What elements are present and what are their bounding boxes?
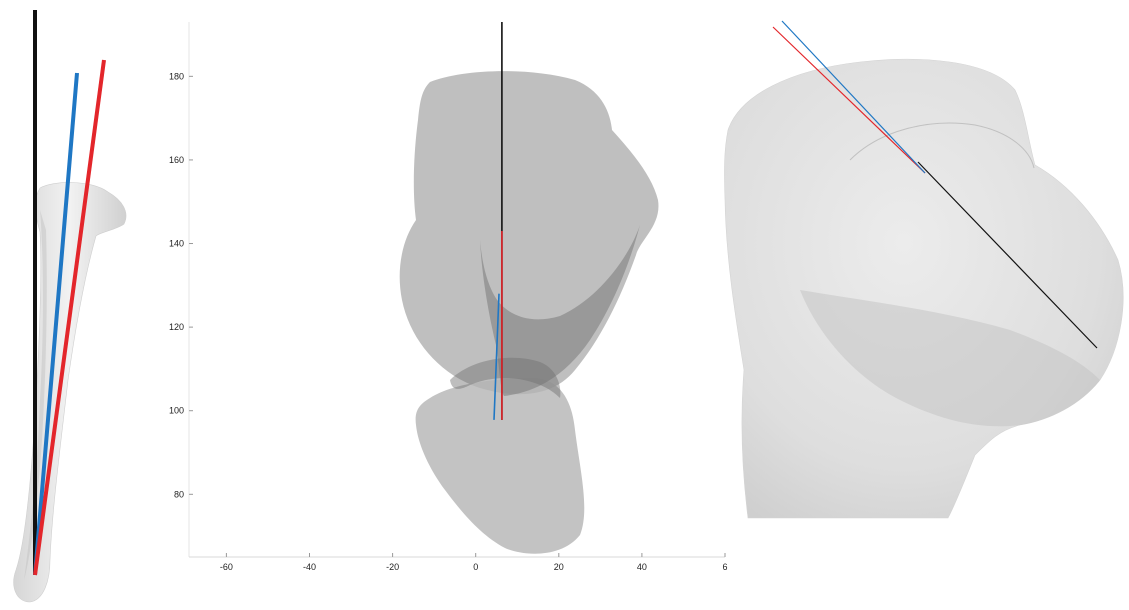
- x-tick-label: -60: [220, 562, 233, 572]
- y-tick-label: 120: [169, 322, 184, 332]
- red-axis-line: [33, 59, 106, 576]
- right-red-axis-line: [772, 26, 926, 174]
- y-tick-label: 180: [169, 71, 184, 81]
- middle-panel: -60 -40 -20 0 20 40 6 80 100 120 140 160 180: [169, 22, 728, 572]
- left-panel: [13, 10, 127, 603]
- x-tick-label: 0: [473, 562, 478, 572]
- inner-shadow-region: [480, 225, 640, 396]
- x-tick-label: -40: [303, 562, 316, 572]
- x-tick-label: 40: [637, 562, 647, 572]
- y-tick-label: 140: [169, 239, 184, 249]
- blue-axis-line: [33, 72, 79, 576]
- y-tick-label: 80: [174, 489, 184, 499]
- overlap-shadow: [450, 357, 561, 398]
- bone-head-rim: [849, 122, 1035, 169]
- right-black-axis-line: [917, 161, 1098, 349]
- axis-lines: [493, 22, 503, 420]
- tick-group: -60 -40 -20 0 20 40 6 80 100 120 140 160 180: [169, 71, 728, 572]
- x-tick-label: -20: [386, 562, 399, 572]
- bone-head-shape: [724, 58, 1124, 519]
- bone-section: [399, 71, 659, 554]
- right-blue-axis-line: [781, 20, 926, 174]
- blue-series-line: [493, 293, 500, 420]
- x-tick-label: 6: [722, 562, 727, 572]
- x-tick-label: 20: [554, 562, 564, 572]
- y-tick-label: 100: [169, 406, 184, 416]
- plot-axes: -60 -40 -20 0 20 40 6 80 100 120 140 160 180: [169, 22, 728, 572]
- bone-head-shadow: [800, 290, 1100, 427]
- right-panel: [724, 20, 1124, 519]
- y-tick-label: 160: [169, 155, 184, 165]
- lower-bone-outline: [415, 378, 585, 554]
